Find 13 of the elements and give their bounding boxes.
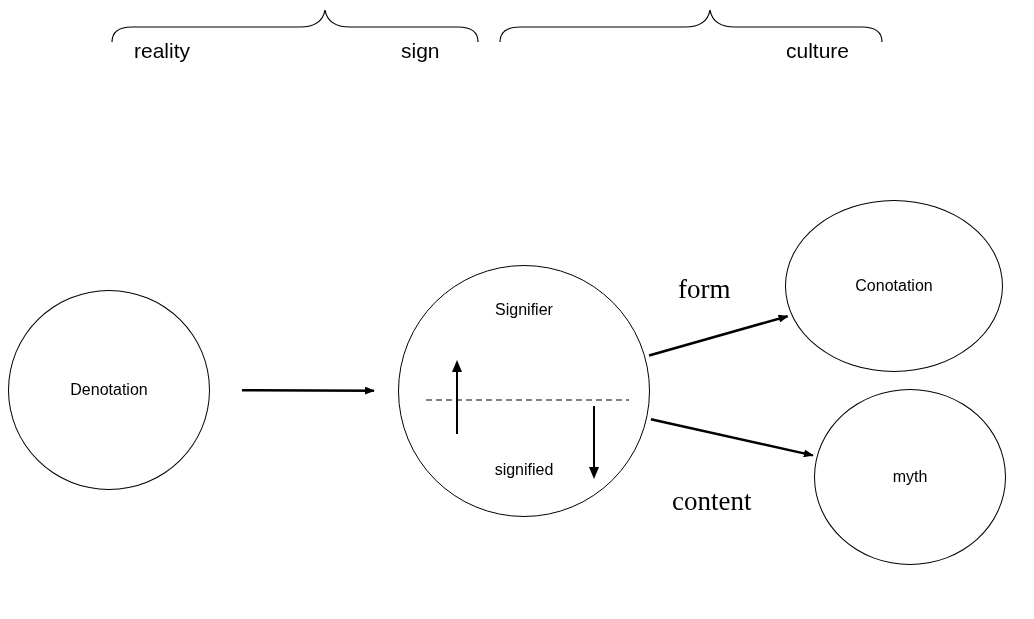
node-text: myth <box>892 469 928 485</box>
node-text: Signifier <box>494 302 554 318</box>
arrow <box>648 314 789 357</box>
arrow <box>242 386 375 395</box>
brace-label: sign <box>401 40 440 61</box>
edge-label: form <box>678 276 731 303</box>
edge-label: content <box>672 488 752 515</box>
brace-label: reality <box>134 40 191 61</box>
node-text: Denotation <box>70 382 148 398</box>
brace-label: culture <box>786 40 850 61</box>
node-text: signified <box>493 462 555 478</box>
node-text: Conotation <box>855 278 933 294</box>
arrow <box>650 418 814 458</box>
